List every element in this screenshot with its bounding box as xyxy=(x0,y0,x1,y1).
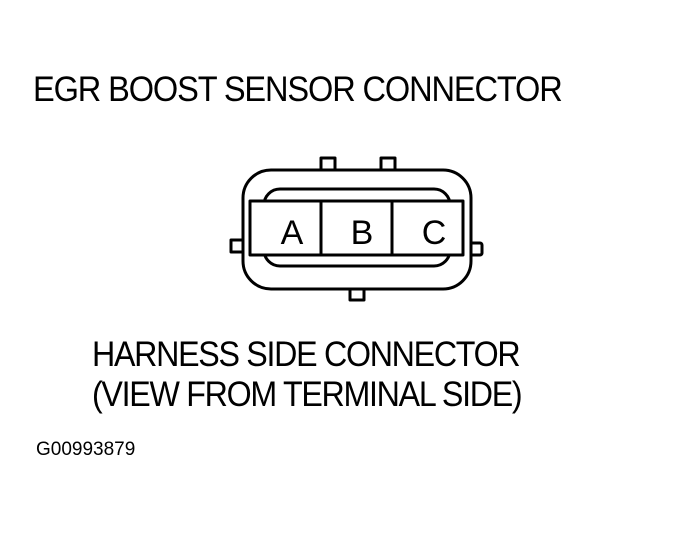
connector-caption: HARNESS SIDE CONNECTOR (VIEW FROM TERMIN… xyxy=(92,335,523,415)
pin-b-label: B xyxy=(351,214,374,252)
pin-a-label: A xyxy=(281,214,304,252)
diagram-title: EGR BOOST SENSOR CONNECTOR xyxy=(33,70,563,109)
caption-line-1: HARNESS SIDE CONNECTOR xyxy=(92,335,521,374)
pin-c-label: C xyxy=(422,214,447,252)
side-tab-left xyxy=(229,238,245,254)
terminal-block xyxy=(248,199,465,257)
figure-id: G00993879 xyxy=(36,439,136,460)
caption-line-2: (VIEW FROM TERMINAL SIDE) xyxy=(92,375,523,414)
